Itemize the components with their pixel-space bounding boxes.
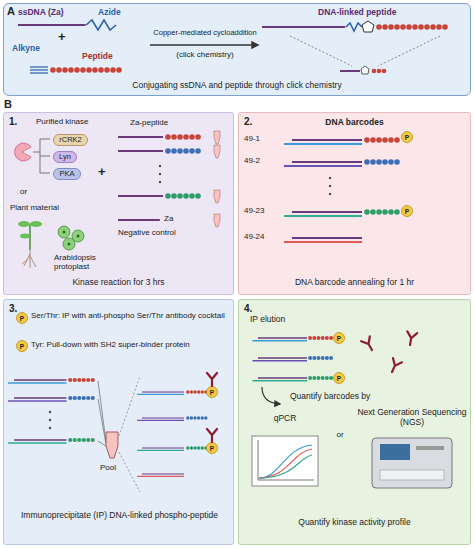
panel-a: A Conjugating ssDNA and peptide through c… [3,3,471,96]
plus-sign: + [58,30,66,45]
phospho-mark: P [206,442,218,455]
step-number: 3. [9,303,17,315]
kinase-name: PKA [54,169,80,179]
kinase-name: Lyn [54,152,76,162]
phospho-mark: P [401,131,413,144]
phospho-mark: P [206,386,218,399]
source-label: Plant material [10,203,59,212]
phospho-mark: P [401,205,413,218]
step-panel: 3. Immunoprecipitate (IP) DNA-linked phos… [3,299,234,545]
phospho-mark: P [333,332,345,345]
step-number: 1. [9,116,17,128]
strand-label: Za-peptide [130,118,168,127]
phospho-mark: P [333,372,345,385]
barcode-id: 49-1 [244,134,260,143]
panel-letter: B [4,98,12,111]
reaction-label: Copper-mediated cycloaddition [137,29,273,38]
control-label: Negative control [118,228,176,237]
step-panel: 2.DNA barcodesDNA barcode annealing for … [238,112,471,295]
or-word: or [20,187,27,196]
or-word: or [328,430,352,439]
step-panel: 4. Quantify kinase activity profile [238,299,471,545]
step-caption: Kinase reaction for 3 hrs [4,278,233,288]
source-label: Arabidopsis protoplast [54,253,116,271]
barcode-id: 49-2 [244,156,260,165]
plus-sign: + [98,165,106,180]
panel-b: B 1. Kinase reaction for 3 hrs rCRK2LynPKA 2… [0,97,474,548]
molecule-label: Peptide [82,52,113,62]
group-label: Azide [98,8,121,18]
molecule-label: ssDNA (Za) [18,8,64,18]
panel-caption: Conjugating ssDNA and peptide through cl… [4,81,470,91]
kinase-shape: Lyn [53,151,77,163]
phospho-mark: P [16,312,28,325]
step-number: 4. [244,303,252,315]
phospho-mark: P [16,340,28,353]
panel-letter: A [7,5,15,18]
barcode-id: 49-24 [244,232,264,241]
step-label: Quantify barcodes by [290,392,370,402]
method-note: Ser/Thr: IP with anti-phospho Ser/Thr an… [31,311,229,320]
molecule-label: DNA-linked peptide [318,8,396,18]
kinase-shape: rCRK2 [53,134,88,146]
reaction-label: (click chemistry) [150,50,260,59]
strand-label: Za [164,214,173,223]
step-caption: DNA barcode annealing for 1 hr [239,278,470,288]
method-label: Next Generation Sequencing (NGS) [356,408,468,428]
kinase-name: rCRK2 [54,135,87,145]
step-label: IP elution [250,315,285,325]
group-label: Alkyne [12,44,40,54]
step-caption: Immunoprecipitate (IP) DNA-linked phosph… [8,511,231,521]
step-caption: Quantify kinase activity profile [239,518,470,528]
pool-label: Pool [93,463,123,472]
method-label: qPCR [260,414,310,424]
source-label: Purified kinase [36,117,88,126]
method-note: Tyr: Pull-down with SH2 super-binder pro… [31,340,229,349]
panel-heading: DNA barcodes [239,118,470,128]
kinase-shape: PKA [53,168,81,180]
barcode-id: 49-23 [244,206,264,215]
step-number: 2. [244,116,252,128]
